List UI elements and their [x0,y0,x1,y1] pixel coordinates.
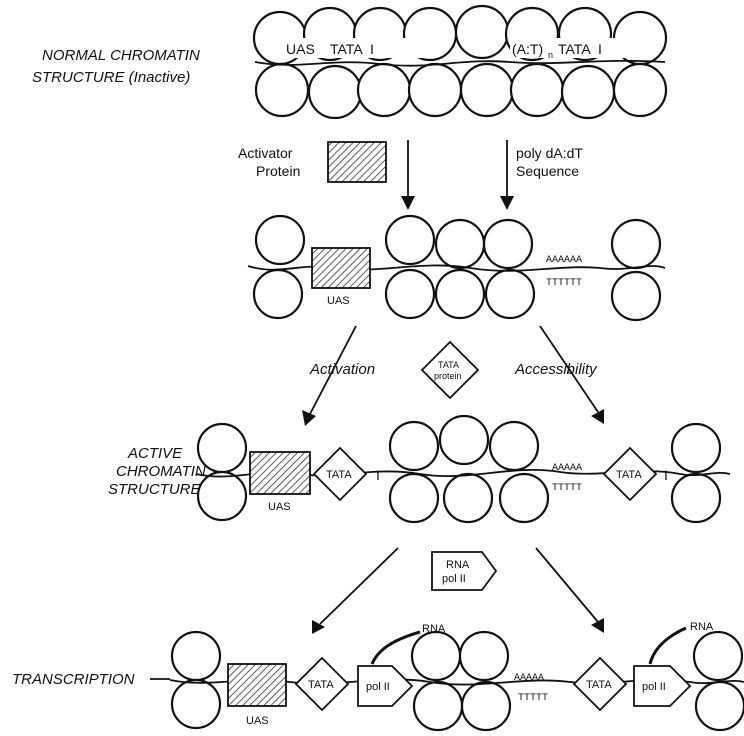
normal-label-line1: NORMAL CHROMATIN [42,47,200,64]
accessibility-label: Accessibility [514,361,598,378]
row4-pol1: pol II [366,681,390,693]
active-label-line1: ACTIVE [127,445,183,462]
row3-tata1: TATA [326,469,352,481]
row1-uas: UAS [286,41,315,57]
row4-tata2: TATA [586,679,612,691]
row4-rna-strand-2 [650,628,686,664]
activation-label: Activation [309,361,375,378]
row3-uas: UAS [268,501,291,513]
row1-at: (A:T) [512,41,543,57]
row2-activator-box [312,248,370,288]
transcription-label: TRANSCRIPTION [12,671,135,688]
row1-tata1: TATA [330,41,363,57]
row3-tata2: TATA [616,469,642,481]
row4-pol2: pol II [642,681,666,693]
activator-label-line1: Activator [238,145,293,161]
row4-poly-a: AAAAA [514,673,544,684]
row4-transcription: TRANSCRIPTION UAS TATA pol II RNA AAAAA … [12,621,744,730]
row1-dna [255,61,665,66]
row1-n-sub: n [548,50,553,60]
row2-poly-t: TTTTTT [546,278,582,289]
tata-protein-diamond [422,342,478,398]
row3-poly-t: TTTTT [552,483,582,494]
row4-activator-box [228,664,286,706]
row1-to-row2-arrows [401,140,514,210]
row4-rna2: RNA [690,621,714,633]
normal-label-line2: STRUCTURE (Inactive) [32,69,190,86]
row3-active-chromatin: ACTIVE CHROMATIN STRUCTURE UAS TATA I AA… [108,416,730,522]
active-label-line2: CHROMATIN [116,463,206,480]
row4-poly-t: TTTTT [518,693,548,704]
row1-normal-chromatin: NORMAL CHROMATIN STRUCTURE (Inactive) UA… [32,6,666,118]
row4-rna1: RNA [422,623,446,635]
rna-pol-line2: pol II [442,573,466,585]
row3-poly-a: AAAAA [552,463,582,474]
row3-i1: I [376,467,380,483]
row4-uas: UAS [246,715,269,727]
tata-protein-line2: protein [434,371,462,381]
activator-label-line2: Protein [256,163,300,179]
row2-uas: UAS [327,295,350,307]
polyda-label-line1: poly dA:dT [516,145,583,161]
row2-poly-a: AAAAAA [546,255,582,266]
row3-activator-box [250,452,310,494]
activator-protein-box [328,142,386,182]
polyda-label-line2: Sequence [516,163,579,179]
active-label-line3: STRUCTURE [108,481,201,498]
rna-pol-line1: RNA [446,559,470,571]
row1-i2: I [598,41,602,57]
row2-intermediate: UAS AAAAAA TTTTTT [248,216,665,320]
row3-i2: I [664,467,668,483]
tata-protein-line1: TATA [438,360,459,370]
row4-tata1: TATA [308,679,334,691]
row1-i1: I [370,41,374,57]
row1-tata2: TATA [558,41,591,57]
